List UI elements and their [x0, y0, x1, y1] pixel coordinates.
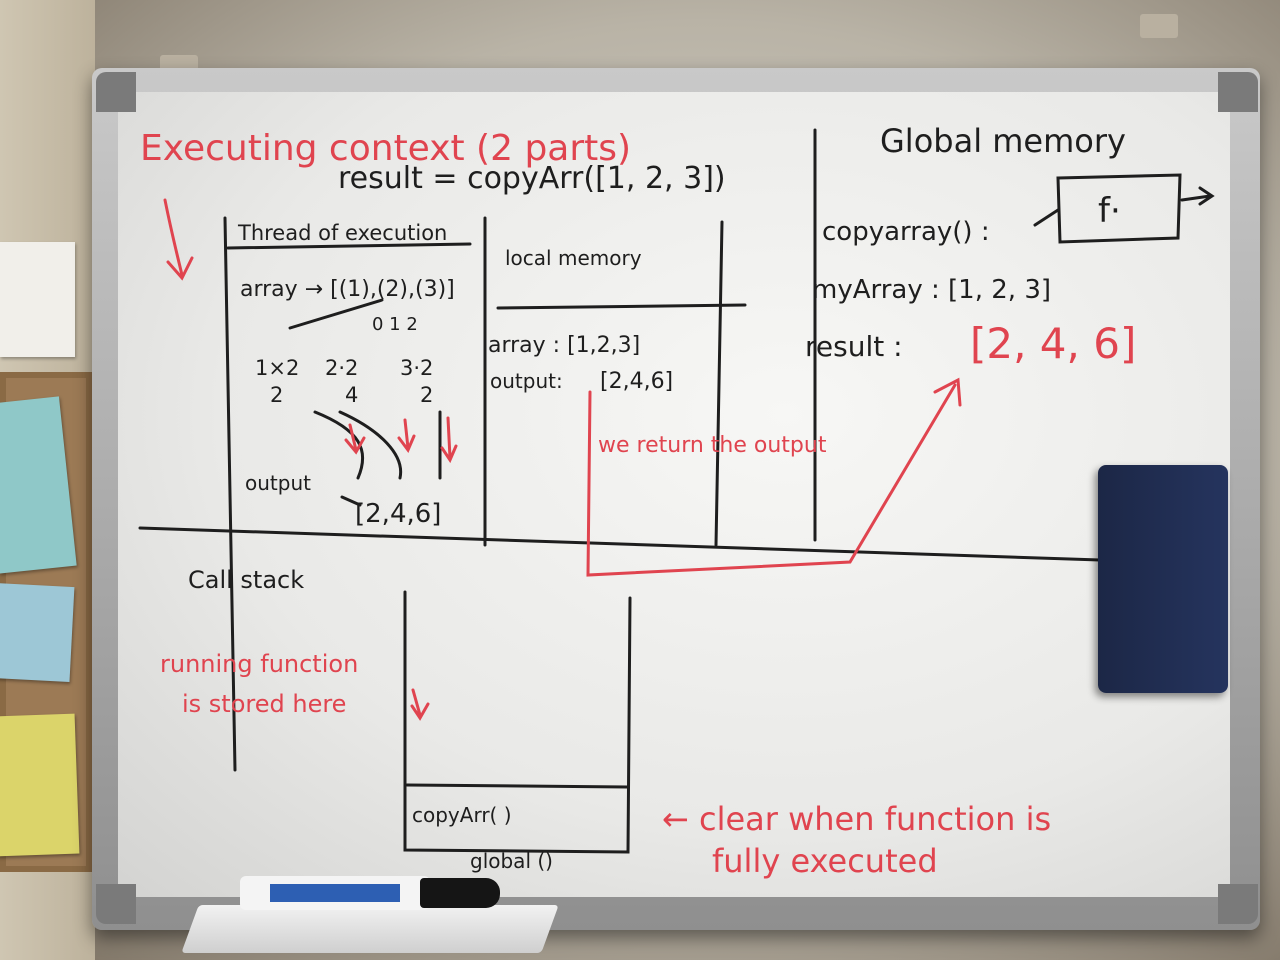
function-box-text: f·: [1098, 191, 1121, 231]
output-label-text: output: [245, 471, 311, 495]
whiteboard-surface: [118, 92, 1230, 897]
myarray-label-text: myArray : [1, 2, 3]: [812, 275, 1051, 305]
running-note-line2: is stored here: [182, 690, 346, 718]
local-memory-right: [714, 220, 724, 547]
frame-corner-top-left: [96, 72, 136, 112]
calc-1-text: 1×2: [255, 356, 299, 380]
calc-2-result-text: 4: [345, 383, 358, 407]
array-indices-text: 0 1 2: [372, 314, 418, 335]
whiteboard-marker[interactable]: [240, 872, 500, 914]
return-arrow-path: [586, 377, 962, 577]
wall-calendar: [0, 242, 75, 357]
running-note-line1: running function: [160, 650, 358, 678]
frame-corner-top-right: [1218, 72, 1258, 112]
frame-corner-bottom-left: [96, 884, 136, 924]
local-output-value-text: [2,4,6]: [600, 369, 673, 394]
thread-box-left: [223, 216, 237, 772]
global-memory-heading-text: Global memory: [880, 122, 1126, 160]
calc-1-result-text: 2: [270, 383, 283, 407]
local-output-label-text: output:: [490, 369, 563, 393]
output-value-text: [2,4,6]: [355, 499, 441, 529]
local-memory-heading-text: local memory: [505, 246, 642, 270]
thread-heading-underline: [226, 242, 472, 250]
result-assignment-text: result = copyArr([1, 2, 3]): [338, 161, 726, 196]
calc-2-text: 2·2: [325, 356, 358, 380]
stack-item-top-text: copyArr( ): [412, 803, 512, 827]
clear-note-line1: ← clear when function is: [662, 800, 1051, 838]
red-arrow-down: [163, 198, 194, 281]
local-array-text: array : [1,2,3]: [488, 333, 640, 358]
stack-item-bottom-text: global (): [470, 849, 553, 873]
call-stack-box: [403, 590, 632, 854]
result-label-text: result :: [805, 330, 903, 363]
execution-heading-text: Executing context (2 parts): [140, 128, 631, 169]
local-memory-underline: [496, 303, 747, 310]
whiteboard-eraser[interactable]: [1098, 465, 1228, 693]
copyarray-label-text: copyarray() :: [822, 217, 990, 247]
call-stack-heading-text: Call stack: [188, 566, 304, 594]
calc-3-text: 3·2: [400, 356, 433, 380]
function-box-outline: [1056, 173, 1182, 244]
clear-note-line2: fully executed: [712, 842, 938, 880]
thread-heading-text: Thread of execution: [237, 221, 447, 245]
marker-label: [270, 884, 400, 902]
frame-corner-bottom-right: [1218, 884, 1258, 924]
call-stack-divider: [405, 783, 629, 789]
marker-cap: [420, 878, 500, 908]
result-value-text: [2, 4, 6]: [970, 319, 1136, 368]
calc-3-result-text: 2: [420, 383, 433, 407]
hanger-right: [1140, 14, 1178, 38]
we-return-note-line: we return the output: [598, 433, 827, 458]
array-line-text: array → [(1),(2),(3)]: [240, 277, 455, 302]
horizontal-divider: [138, 526, 1102, 562]
